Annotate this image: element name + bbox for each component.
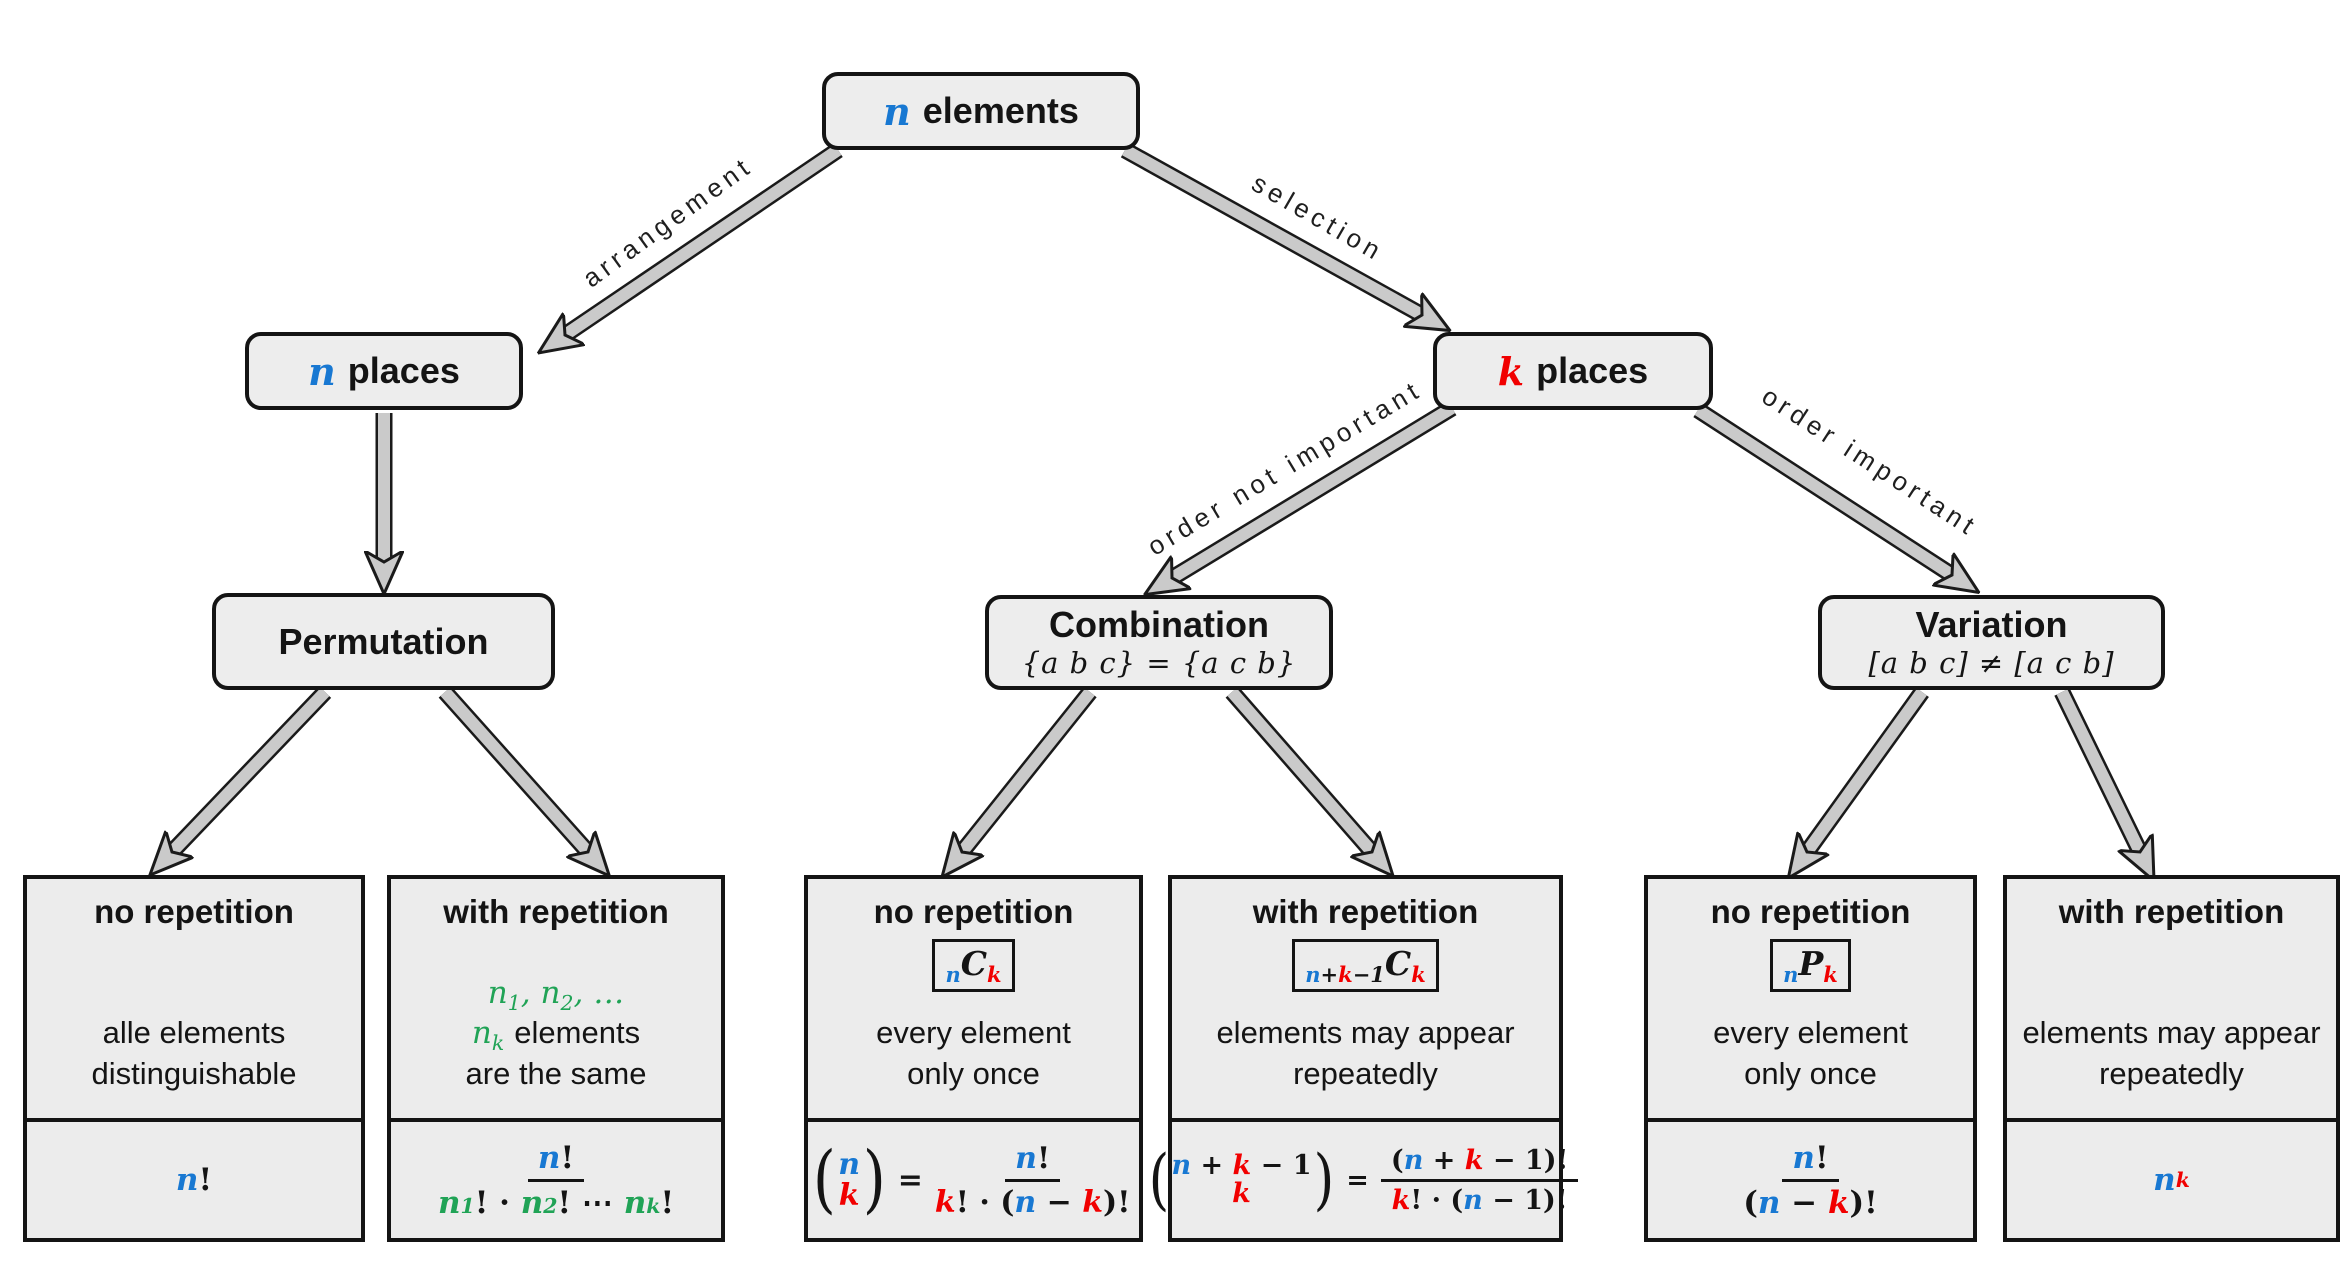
node-variation-title: Variation <box>1915 604 2068 646</box>
leaf-title: with repetition <box>2058 893 2285 930</box>
node-k-places-label: places <box>1536 350 1649 391</box>
var-n: n <box>308 348 336 394</box>
formula-binomial-with-repetition: ( n + k − 1 k ) = (n + k − 1)! k! · (n −… <box>1148 1145 1583 1216</box>
arrow-permutation-left <box>172 686 332 852</box>
arrow-combination-right <box>1225 686 1372 852</box>
arrow-variation-left <box>1807 687 1929 852</box>
node-permutation-title: Permutation <box>278 620 489 662</box>
node-combination-title: Combination <box>1049 604 1269 646</box>
leaf-title: with repetition <box>443 893 669 930</box>
node-n-elements-label: elements <box>922 90 1079 131</box>
formula-n-factorial: n! <box>175 1162 213 1198</box>
leaf-title: no repetition <box>1710 893 1911 930</box>
leaf-description: elements may appear repeatedly <box>1216 1015 1515 1091</box>
formula-binomial-coefficient: ( n k ) = n! k! · (n − k)! <box>812 1137 1131 1223</box>
arrow-permutation-right <box>438 686 588 852</box>
node-n-places: n places <box>245 332 523 410</box>
node-n-places-label: places <box>347 350 460 391</box>
leaf-description: alle elements distinguishable <box>91 1015 297 1091</box>
arrow-arrangement <box>565 142 843 335</box>
arrow-combination-left <box>962 686 1097 852</box>
node-n-elements: n elements <box>822 72 1140 150</box>
var-k: k <box>1497 348 1525 394</box>
var-n: n <box>883 88 911 134</box>
formula-variation-no-repetition: n! (n − k)! <box>1743 1139 1878 1221</box>
leaf-title: no repetition <box>94 893 294 930</box>
arrow-order-not-important <box>1172 400 1457 578</box>
leaf-title: no repetition <box>873 893 1074 930</box>
leaf-permutation-no-repetition: no repetition alle elements distinguisha… <box>23 875 365 1242</box>
leaf-description: every element only once <box>876 1015 1071 1091</box>
leaf-description: every element only once <box>1713 1015 1908 1091</box>
leaf-description: elements may appear repeatedly <box>2022 1015 2321 1091</box>
arrow-selection <box>1120 142 1422 315</box>
leaf-variation-with-repetition: with repetition elements may appear repe… <box>2003 875 2340 1242</box>
node-combination-subtitle: {a b c} = {a c b} <box>1021 646 1297 681</box>
node-variation: Variation [a b c] ≠ [a c b] <box>1818 595 2165 690</box>
node-combination: Combination {a b c} = {a c b} <box>985 595 1333 690</box>
node-permutation: Permutation <box>212 593 555 690</box>
arrow-variation-right <box>2054 688 2140 852</box>
leaf-title: with repetition <box>1252 893 1479 930</box>
node-variation-subtitle: [a b c] ≠ [a c b] <box>1868 646 2115 681</box>
arrow-order-important <box>1693 402 1952 575</box>
node-k-places: k places <box>1433 332 1713 410</box>
